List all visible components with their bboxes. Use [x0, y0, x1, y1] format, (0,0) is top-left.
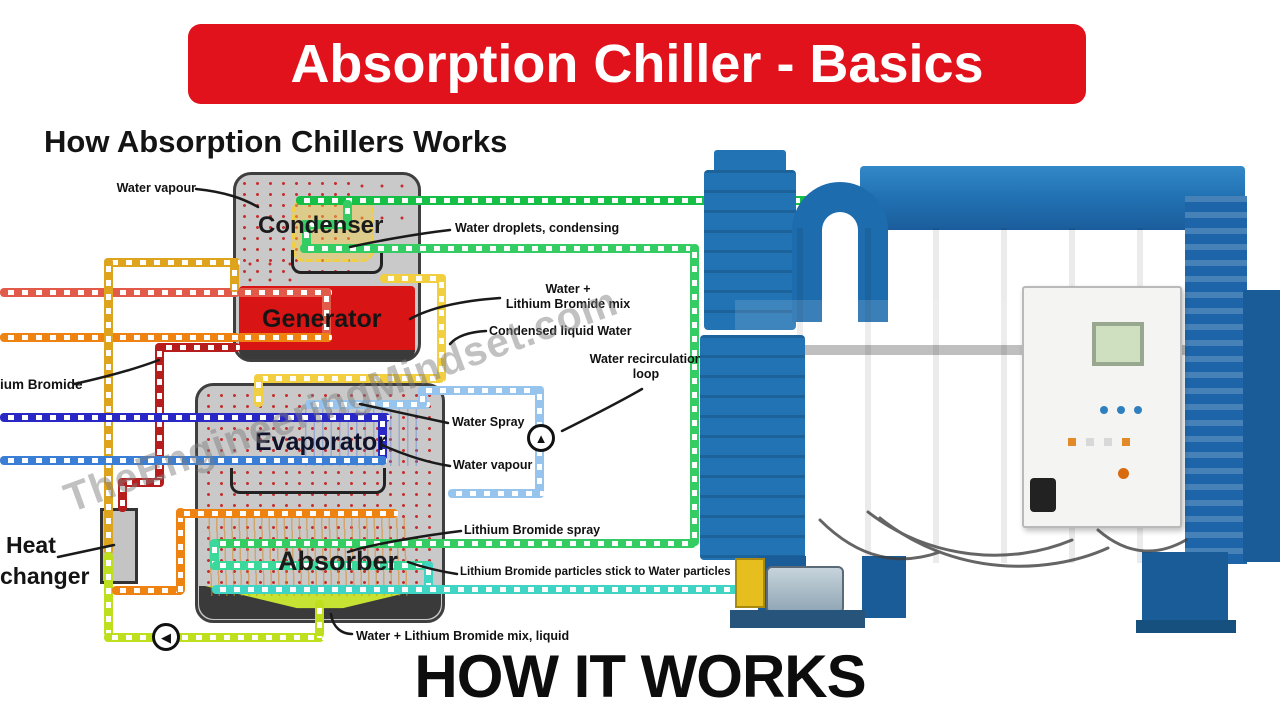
pipe-condenser-coil-u2: [302, 224, 311, 252]
label-water-vapour-evaporator: Water vapour: [453, 458, 533, 472]
diagram-heading: How Absorption Chillers Works: [44, 124, 508, 159]
machine-left-tower: [704, 170, 796, 330]
pipe-concentrated-jog: [118, 478, 164, 487]
pipe-cooling-down: [690, 244, 699, 546]
pipe-chilled-u: [378, 413, 387, 464]
pipe-orange-up: [176, 508, 185, 594]
machine-top-duct: [860, 166, 1245, 230]
panel-button-orange: [1118, 468, 1129, 479]
pipe-condenser-coil-u1: [343, 200, 352, 230]
panel-indicator-2: [1117, 406, 1125, 414]
pump-left-icon: ◀: [161, 629, 171, 645]
pipe-libr-spray-header: [176, 509, 398, 518]
machine-pump-motor: [766, 566, 844, 614]
pipe-condensate-into-evaporator: [254, 374, 263, 407]
evaporator-label: Evaporator: [255, 428, 387, 456]
label-heat-cut: Heat: [6, 532, 56, 558]
generator-bottom: [239, 350, 415, 359]
banner-title: Absorption Chiller - Basics: [290, 34, 984, 94]
pump-solution: ◀: [152, 623, 180, 651]
pipe-dilute-into-generator: [230, 262, 239, 292]
label-water-recirculation: Water recirculation loop: [589, 352, 703, 381]
pipe-concentrated-from-generator: [158, 343, 240, 352]
pipe-absorber-coil-u2: [424, 561, 433, 593]
pipe-chilled-out: [0, 456, 387, 465]
machine-left-vessel: [700, 335, 805, 560]
pipe-liquid-riser: [104, 552, 113, 637]
pipe-dilute-top: [104, 258, 240, 267]
label-water-spray: Water Spray: [452, 415, 525, 429]
machine-far-right: [1243, 290, 1280, 562]
pipe-hot-in: [0, 288, 240, 297]
machine-body-seam: [735, 345, 1250, 355]
pipe-liquid-bottom: [104, 633, 324, 642]
machine-foot-right: [1136, 620, 1236, 633]
label-lithium-bromide-cut: ium Bromide: [0, 377, 83, 392]
label-water-libr-mix: Water + Lithium Bromide mix: [505, 282, 631, 311]
pipe-generator-coil-top: [237, 288, 332, 297]
pipe-cooling-mid: [300, 244, 695, 253]
label-changer-cut: changer: [0, 563, 90, 589]
pipe-condensate-across: [254, 374, 444, 383]
title-banner: Absorption Chiller - Basics: [188, 24, 1086, 104]
label-libr-particles: Lithium Bromide particles stick to Water…: [460, 566, 731, 578]
panel-button-3: [1104, 438, 1112, 446]
pipe-condensate-top: [380, 274, 444, 283]
condenser-label: Condenser: [258, 212, 384, 239]
machine-pump-box: [735, 558, 765, 608]
label-water-droplets: Water droplets, condensing: [455, 221, 620, 235]
machine-pump-base: [730, 610, 865, 628]
pipe-absorber-coil-u1: [210, 539, 219, 570]
pipe-absorber-coil-mid: [212, 561, 432, 570]
condenser-tray: [291, 250, 383, 274]
panel-screen: [1092, 322, 1144, 366]
pipe-chilled-in: [0, 413, 390, 422]
panel-button-1: [1068, 438, 1076, 446]
pipe-hot-out: [0, 333, 240, 342]
panel-indicator-3: [1134, 406, 1142, 414]
pipe-recirc-top: [418, 386, 544, 395]
machine-leg-3: [1142, 552, 1228, 624]
evaporator-tray: [230, 468, 386, 494]
panel-indicator-1: [1100, 406, 1108, 414]
pump-recirculation: ▲: [527, 424, 555, 452]
pipe-recirc-header: [305, 400, 430, 409]
pipe-generator-coil-bottom: [237, 333, 332, 342]
footer-title: HOW IT WORKS: [414, 643, 866, 710]
vapour-dots-generator: [240, 256, 298, 284]
pipe-condenser-coil-mid: [300, 220, 352, 229]
label-water-libr-liquid: Water + Lithium Bromide mix, liquid: [356, 629, 570, 643]
pipe-cooling-teal-out: [212, 585, 767, 594]
panel-socket: [1030, 478, 1056, 512]
machine-leg-2: [862, 556, 906, 618]
label-libr-spray: Lithium Bromide spray: [464, 523, 601, 537]
panel-button-4: [1122, 438, 1130, 446]
panel-button-2: [1086, 438, 1094, 446]
pipe-orange-from-hx: [112, 586, 184, 595]
pipe-dilute-riser: [104, 258, 113, 555]
label-water-vapour-condenser: Water vapour: [116, 181, 196, 195]
pipe-generator-coil-u: [322, 288, 331, 342]
generator-label: Generator: [262, 305, 382, 333]
pipe-liquid-from-funnel: [315, 600, 324, 638]
pipe-recirc-bottom: [448, 489, 544, 498]
pipe-condensate-down: [437, 274, 446, 382]
pipe-concentrated-into-hx: [118, 478, 127, 512]
machine-right-fins: [1185, 196, 1247, 564]
label-condensed-liquid-water: Condensed liquid Water: [489, 324, 632, 338]
pipe-recirc-left: [418, 388, 427, 408]
pump-up-icon: ▲: [534, 430, 548, 446]
pipe-cooling-top: [296, 196, 858, 205]
absorber-label: Absorber: [278, 546, 399, 576]
